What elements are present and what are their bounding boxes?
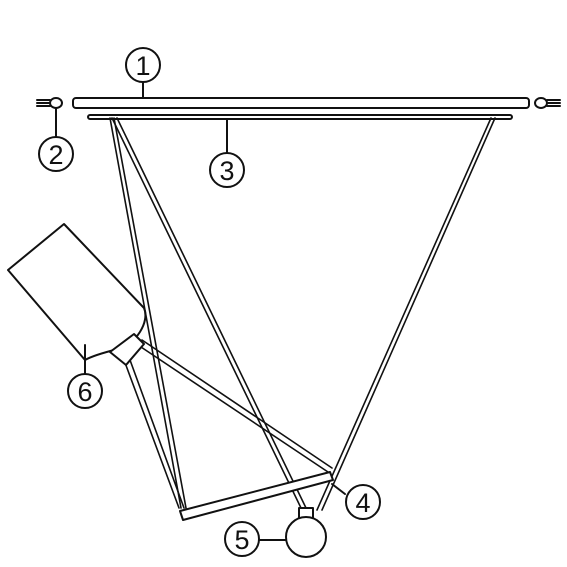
crossbar xyxy=(179,471,334,521)
callout-5: 5 xyxy=(224,521,260,557)
callout-6-label: 6 xyxy=(77,377,92,407)
callout-1-label: 1 xyxy=(135,51,150,81)
end-cap-left-icon xyxy=(36,97,63,109)
callout-3-label: 3 xyxy=(219,156,234,186)
callout-5-label: 5 xyxy=(234,525,249,555)
callout-4-label: 4 xyxy=(355,488,370,518)
callout-2-label: 2 xyxy=(48,140,63,170)
cylinder-shade xyxy=(7,223,147,366)
suspension-wires xyxy=(109,117,496,511)
suspension-bar xyxy=(87,114,513,120)
callout-3: 3 xyxy=(209,152,245,188)
callout-6: 6 xyxy=(67,373,103,409)
callout-2: 2 xyxy=(38,136,74,172)
ceiling-rail xyxy=(72,97,530,109)
globe-lamp xyxy=(285,516,327,558)
callout-1: 1 xyxy=(125,47,161,83)
leader-lines xyxy=(55,81,346,541)
end-cap-right-icon xyxy=(534,97,561,109)
callout-4: 4 xyxy=(345,484,381,520)
